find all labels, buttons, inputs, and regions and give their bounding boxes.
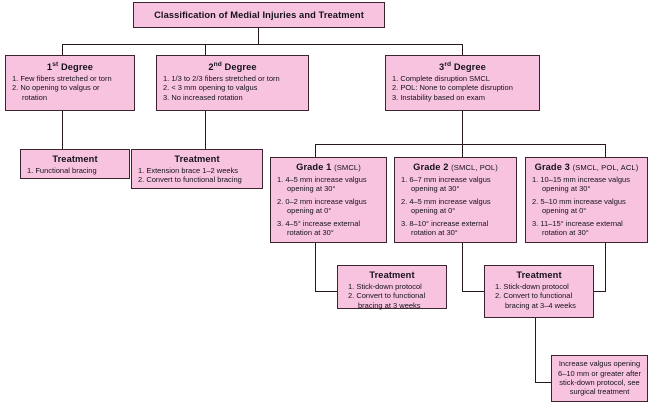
node-degree-3-list: 1. Complete disruption SMCL 2. POL: None… xyxy=(390,74,535,102)
node-grade-2[interactable]: Grade 2 (SMCL, POL) 1. 6–7 mm increase v… xyxy=(394,157,517,243)
connector-bus-to-grade2 xyxy=(462,144,464,157)
connector-degree2-to-treatment2 xyxy=(205,111,207,149)
node-treatment-2-list: 1. Extension brace 1–2 weeks 2. Convert … xyxy=(136,166,258,185)
node-treatment-3-title: Treatment xyxy=(369,270,415,280)
node-root-title: Classification of Medial Injuries and Tr… xyxy=(154,9,364,20)
list-item: 2. No opening to valgus or rotation xyxy=(12,83,100,102)
node-root-classification[interactable]: Classification of Medial Injuries and Tr… xyxy=(133,2,385,28)
node-surgical-note-text: Increase valgus opening 6–10 mm or great… xyxy=(558,359,641,397)
list-item: 2. Convert to functional bracing xyxy=(138,175,242,185)
list-item: 3. 4–5° increase external rotation at 30… xyxy=(277,218,361,237)
node-grade-2-list: 1. 6–7 mm increase valgus opening at 30°… xyxy=(399,175,512,237)
node-grade-2-title: Grade 2 (SMCL, POL) xyxy=(413,162,498,172)
connector-grade3-drop xyxy=(605,243,607,292)
list-item: 2. 5–10 mm increase valgus opening at 0° xyxy=(532,196,626,216)
node-degree-3-title: 3rd Degree xyxy=(439,61,486,73)
connector-grade3-elbow xyxy=(584,291,606,293)
node-treatment-1-list: 1. Functional bracing xyxy=(25,166,125,175)
connector-grade1-elbow xyxy=(315,291,338,293)
connector-bus-to-grade3 xyxy=(605,144,607,157)
node-degree-3[interactable]: 3rd Degree 1. Complete disruption SMCL 2… xyxy=(385,55,540,111)
node-treatment-4-list: 1. Stick-down protocol 2. Convert to fun… xyxy=(489,282,589,310)
list-item: 1. 6–7 mm increase valgus opening at 30° xyxy=(401,175,491,194)
node-treatment-3[interactable]: Treatment 1. Stick-down protocol 2. Conv… xyxy=(337,265,447,310)
connector-root-stem xyxy=(258,28,260,45)
list-item: 3. 11–15° increase external rotation at … xyxy=(532,218,623,237)
node-treatment-2-title: Treatment xyxy=(174,154,220,164)
node-grade-1[interactable]: Grade 1 (SMCL) 1. 4–5 mm increase valgus… xyxy=(270,157,387,243)
list-item: 1. Stick-down protocol xyxy=(348,282,422,291)
list-item: 1. Stick-down protocol xyxy=(495,282,569,291)
connector-bus-to-degree3 xyxy=(462,44,464,55)
connector-bus-to-degree2 xyxy=(205,44,207,55)
connector-grade1-drop xyxy=(315,243,317,292)
node-grade-3-title: Grade 3 (SMCL, POL, ACL) xyxy=(534,162,639,172)
node-grade-3[interactable]: Grade 3 (SMCL, POL, ACL) 1. 10–15 mm inc… xyxy=(525,157,648,243)
node-degree-1-title: 1st Degree xyxy=(46,61,94,73)
list-item: 2. 0–2 mm increase valgus opening at 0° xyxy=(277,196,367,216)
connector-grade-bus xyxy=(315,144,606,146)
node-degree-2[interactable]: 2nd Degree 1. 1/3 to 2/3 fibers stretche… xyxy=(156,55,309,111)
connector-degree1-to-treatment1 xyxy=(62,111,64,149)
list-item: 2. Convert to functional bracing at 3–4 … xyxy=(495,291,576,310)
node-treatment-4-title: Treatment xyxy=(516,270,562,280)
node-grade-1-list: 1. 4–5 mm increase valgus opening at 30°… xyxy=(275,175,382,237)
list-item: 1. 4–5 mm increase valgus opening at 30° xyxy=(277,175,367,194)
list-item: 1. Extension brace 1–2 weeks xyxy=(138,166,239,175)
node-degree-2-list: 1. 1/3 to 2/3 fibers stretched or torn 2… xyxy=(161,74,304,102)
connector-root-bus xyxy=(62,44,463,46)
list-item: 1. Functional bracing xyxy=(27,166,97,175)
list-item: 2. Convert to functional bracing at 3 we… xyxy=(348,291,426,310)
node-treatment-3-list: 1. Stick-down protocol 2. Convert to fun… xyxy=(342,282,442,310)
list-item: 2. < 3 mm opening to valgus xyxy=(163,83,258,93)
list-item: 1. Complete disruption SMCL xyxy=(392,74,490,84)
node-treatment-4[interactable]: Treatment 1. Stick-down protocol 2. Conv… xyxy=(484,265,594,318)
list-item: 2. POL: None to complete disruption xyxy=(392,83,513,93)
list-item: 3. No increased rotation xyxy=(163,92,243,102)
list-item: 1. 1/3 to 2/3 fibers stretched or torn xyxy=(163,74,280,84)
node-grade-1-title: Grade 1 (SMCL) xyxy=(296,162,361,172)
connector-treatment4-elbow xyxy=(535,382,552,384)
node-treatment-2[interactable]: Treatment 1. Extension brace 1–2 weeks 2… xyxy=(131,149,263,189)
list-item: 1. 10–15 mm increase valgus opening at 3… xyxy=(532,175,630,194)
list-item: 3. 8–10° increase external rotation at 3… xyxy=(401,218,489,237)
list-item: 2. 4–5 mm increase valgus opening at 0° xyxy=(401,196,491,216)
node-grade-3-list: 1. 10–15 mm increase valgus opening at 3… xyxy=(530,175,643,237)
connector-grade2-elbow xyxy=(462,291,485,293)
node-degree-2-title: 2nd Degree xyxy=(208,61,257,73)
list-item: 1. Few fibers stretched or torn xyxy=(12,74,112,84)
connector-bus-to-grade1 xyxy=(315,144,317,157)
list-item: 3. Instability based on exam xyxy=(392,92,485,102)
node-degree-1-list: 1. Few fibers stretched or torn 2. No op… xyxy=(10,74,130,102)
node-treatment-1-title: Treatment xyxy=(52,154,98,164)
node-treatment-1[interactable]: Treatment 1. Functional bracing xyxy=(20,149,130,179)
connector-degree3-stem xyxy=(462,111,464,145)
node-degree-1[interactable]: 1st Degree 1. Few fibers stretched or to… xyxy=(5,55,135,111)
connector-bus-to-degree1 xyxy=(62,44,64,55)
node-surgical-note[interactable]: Increase valgus opening 6–10 mm or great… xyxy=(551,355,648,402)
connector-treatment4-drop xyxy=(535,318,537,383)
connector-grade2-drop xyxy=(462,243,464,292)
